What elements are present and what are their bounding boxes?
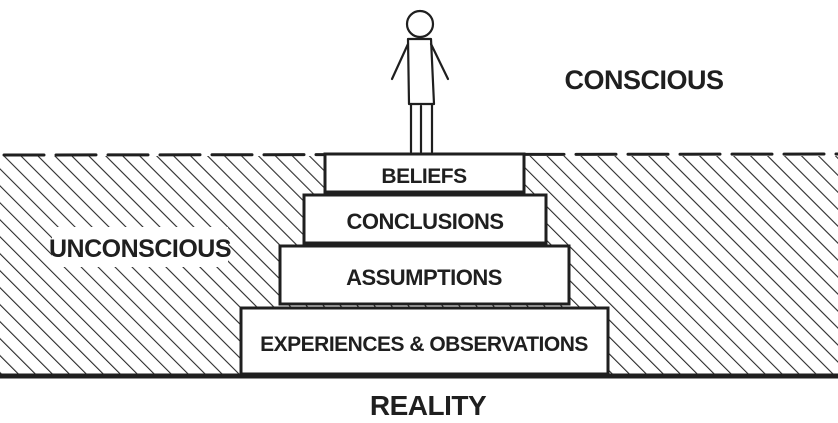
conscious-label: CONSCIOUS [564, 65, 723, 95]
step-conclusions-label: CONCLUSIONS [346, 209, 503, 234]
step-experiences-observations: EXPERIENCES & OBSERVATIONS [239, 306, 610, 376]
unconscious-label: UNCONSCIOUS [49, 235, 231, 263]
step-conclusions: CONCLUSIONS [302, 193, 548, 245]
step-beliefs: BELIEFS [323, 152, 526, 194]
step-assumptions: ASSUMPTIONS [278, 244, 571, 306]
unconscious-label-backdrop [52, 227, 228, 267]
stick-figure-icon [390, 9, 450, 154]
step-experiences-observations-label: EXPERIENCES & OBSERVATIONS [260, 333, 588, 356]
step-beliefs-label: BELIEFS [381, 165, 467, 188]
step-assumptions-label: ASSUMPTIONS [346, 265, 502, 290]
reality-label: REALITY [370, 390, 487, 421]
